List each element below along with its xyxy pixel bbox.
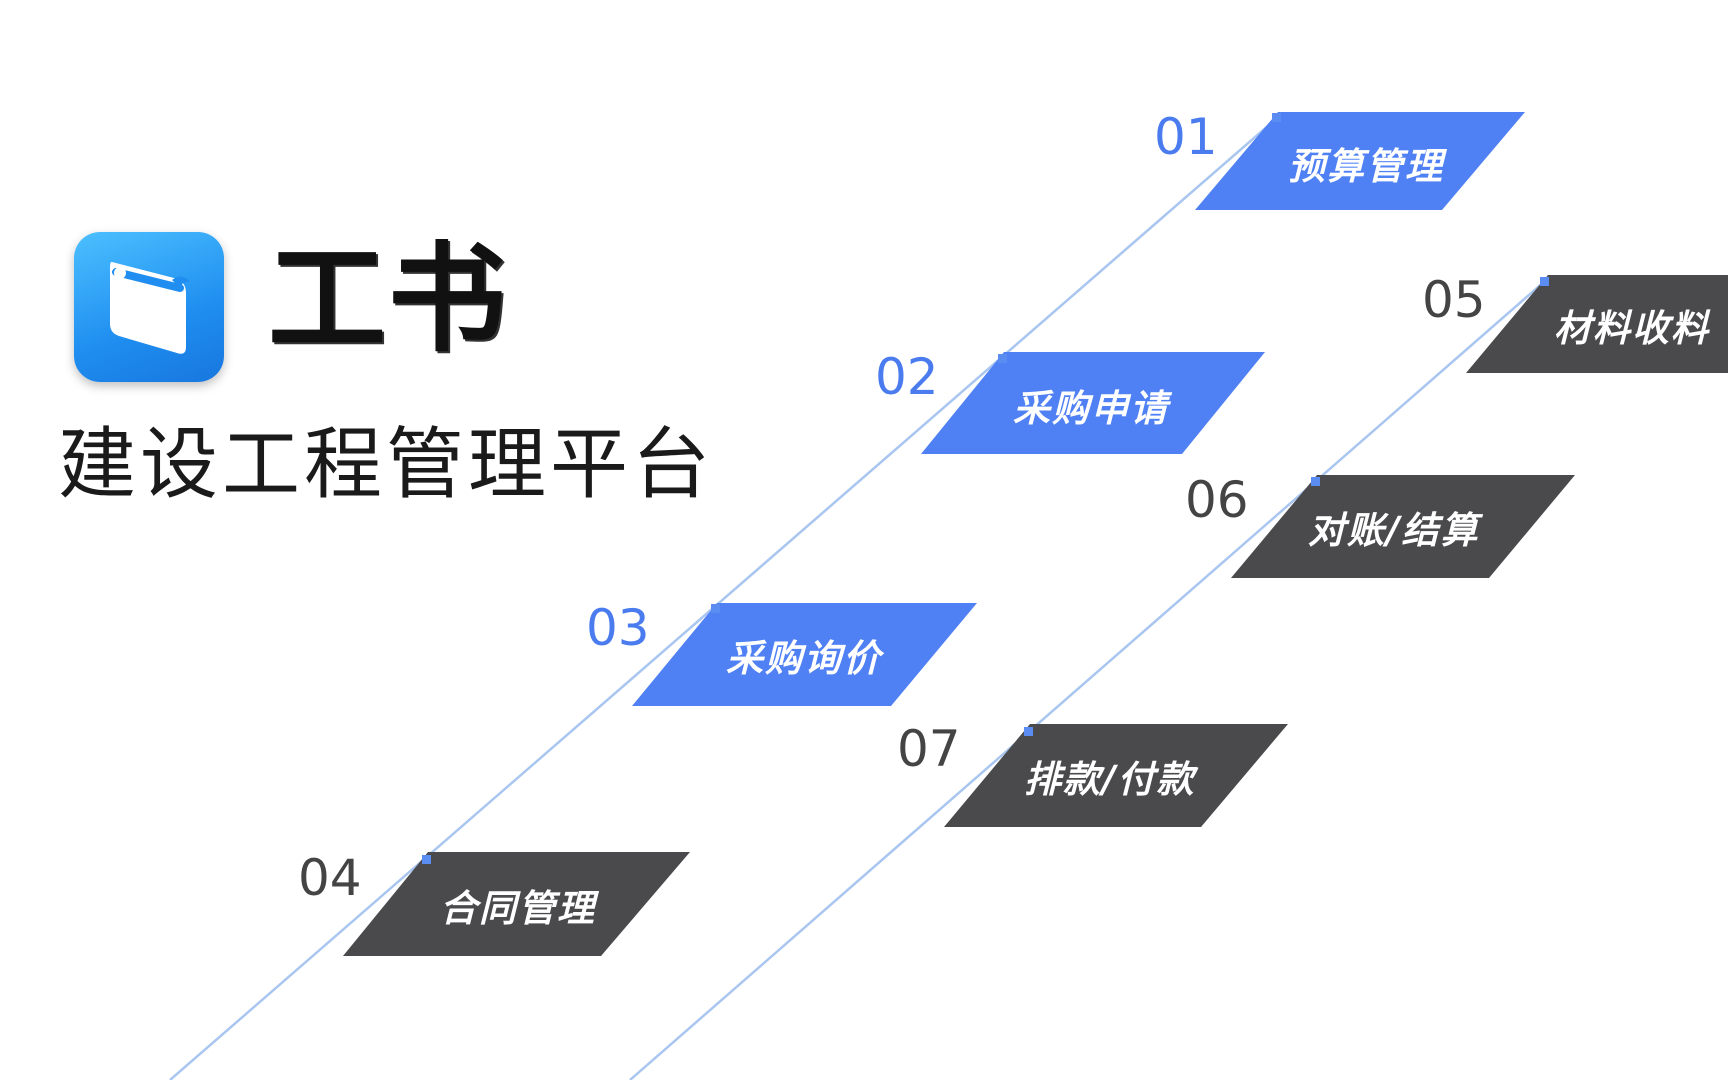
step-number-04: 04 bbox=[298, 849, 362, 907]
step-banner-05 bbox=[1466, 275, 1728, 373]
step-banner-01 bbox=[1195, 112, 1525, 210]
node-04 bbox=[422, 855, 431, 864]
step-label-02: 采购申请 bbox=[1013, 387, 1169, 430]
step-label-03: 采购询价 bbox=[726, 637, 882, 680]
connector-line-left bbox=[169, 117, 1278, 1080]
step-number-05: 05 bbox=[1422, 271, 1486, 329]
step-banner-04 bbox=[343, 852, 690, 956]
step-number-01: 01 bbox=[1154, 108, 1218, 166]
brand-name: 工书 bbox=[268, 230, 509, 368]
step-number-06: 06 bbox=[1185, 471, 1249, 529]
node-06 bbox=[1311, 477, 1320, 486]
step-label-04: 合同管理 bbox=[440, 887, 596, 930]
step-label-07: 排款/付款 bbox=[1024, 758, 1196, 801]
step-label-05: 材料收料 bbox=[1554, 307, 1710, 350]
step-number-07: 07 bbox=[897, 720, 961, 778]
step-number-03: 03 bbox=[586, 599, 650, 657]
node-02 bbox=[998, 354, 1007, 363]
step-banner-03 bbox=[632, 603, 977, 706]
node-03 bbox=[711, 604, 720, 613]
app-logo bbox=[74, 232, 224, 382]
step-number-02: 02 bbox=[875, 348, 939, 406]
wrench-notebook-icon bbox=[110, 261, 190, 354]
step-label-01: 预算管理 bbox=[1288, 145, 1444, 188]
step-label-06: 对账/结算 bbox=[1308, 509, 1480, 552]
connector-line-right bbox=[629, 280, 1546, 1080]
step-banner-02 bbox=[921, 352, 1265, 454]
step-banner-07 bbox=[944, 724, 1288, 827]
node-01 bbox=[1272, 113, 1281, 122]
node-05 bbox=[1540, 277, 1549, 286]
step-banner-06 bbox=[1231, 475, 1575, 578]
platform-subtitle: 建设工程管理平台 bbox=[58, 420, 715, 510]
node-07 bbox=[1024, 727, 1033, 736]
